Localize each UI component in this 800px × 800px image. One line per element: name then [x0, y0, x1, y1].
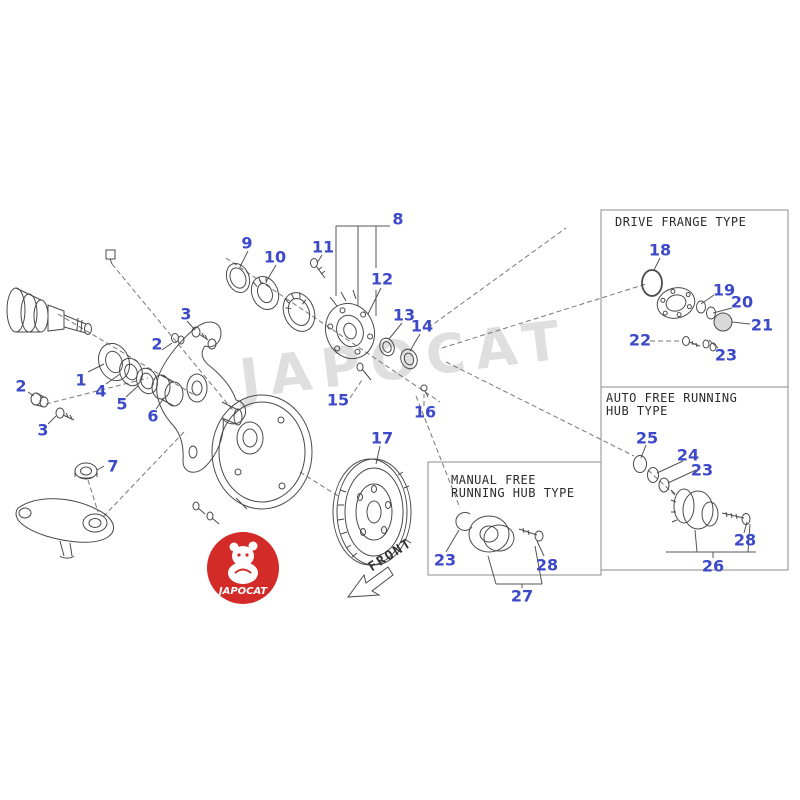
part-number-label-13: 13: [392, 305, 416, 325]
backing-plate-drawing: [211, 394, 313, 510]
drive-flange-drawing: [641, 269, 733, 352]
part-number-label-28: 28: [535, 555, 559, 575]
hub-flange-drawing: [324, 289, 376, 360]
cv-axle-drawing: [6, 287, 92, 335]
leader-lines: [27, 225, 756, 588]
axis-marker: [105, 249, 116, 265]
locknut-drawing: [74, 462, 98, 480]
auto-free-section-title-line2: HUB TYPE: [606, 404, 668, 418]
section-boxes: [427, 209, 789, 576]
part-number-label-11: 11: [311, 237, 335, 257]
part-number-label-15: 15: [326, 390, 350, 410]
part-number-label-5: 5: [116, 394, 128, 414]
manual-free-section-title-line1: MANUAL FREE: [451, 473, 536, 487]
seal-bearing-drawing: [225, 262, 316, 332]
front-arrow-icon: [346, 566, 394, 598]
part-number-label-12: 12: [370, 269, 394, 289]
part-number-label-14: 14: [410, 316, 434, 336]
part-number-label-7: 7: [107, 456, 119, 476]
drive-flange-section-title: DRIVE FRANGE TYPE: [615, 215, 747, 229]
part-number-label-9: 9: [241, 233, 253, 253]
part-number-label-23: 23: [690, 460, 714, 480]
part-number-label-2: 2: [151, 334, 163, 354]
part-number-label-28: 28: [733, 530, 757, 550]
part-number-label-4: 4: [95, 381, 107, 401]
auto-hub-drawing: [633, 455, 751, 530]
part-number-label-27: 27: [510, 586, 534, 606]
part-number-label-16: 16: [413, 402, 437, 422]
small-fasteners-drawing: [356, 362, 429, 398]
part-number-label-2: 2: [15, 376, 27, 396]
part-number-label-3: 3: [37, 420, 49, 440]
control-arm-drawing: [15, 498, 115, 559]
part-number-label-8: 8: [392, 209, 404, 229]
logo-text: JAPOCAT: [217, 586, 268, 597]
upper-bolts-drawing: [171, 326, 209, 345]
part-number-label-26: 26: [701, 556, 725, 576]
left-bolts-drawing: [30, 392, 75, 421]
part-number-label-22: 22: [628, 330, 652, 350]
bearing-stack-drawing: [97, 342, 184, 407]
part-number-label-25: 25: [635, 428, 659, 448]
japocat-logo: JAPOCAT: [207, 532, 279, 604]
part-number-label-20: 20: [730, 292, 754, 312]
steering-knuckle-drawing: [156, 321, 247, 473]
plate-screws-drawing: [192, 501, 220, 525]
part-number-label-18: 18: [648, 240, 672, 260]
part-number-label-3: 3: [180, 304, 192, 324]
bolt-11-drawing: [310, 258, 326, 279]
part-number-label-6: 6: [147, 406, 159, 426]
brake-rotor-drawing: [332, 458, 412, 566]
part-number-label-23: 23: [714, 345, 738, 365]
auto-free-section-title-line1: AUTO FREE RUNNING: [606, 391, 738, 405]
washer-nut-drawing: [379, 337, 418, 370]
dashed-construction-lines: [45, 227, 682, 519]
part-number-label-19: 19: [712, 280, 736, 300]
manual-free-section-title-line2: RUNNING HUB TYPE: [451, 486, 575, 500]
manual-hub-drawing: [455, 511, 544, 553]
part-number-label-23: 23: [433, 550, 457, 570]
part-number-label-10: 10: [263, 247, 287, 267]
part-number-label-21: 21: [750, 315, 774, 335]
japocat-logo-art: JAPOCAT: [207, 532, 279, 604]
part-number-label-24: 24: [676, 445, 700, 465]
part-number-label-17: 17: [370, 428, 394, 448]
part-number-label-1: 1: [75, 370, 87, 390]
